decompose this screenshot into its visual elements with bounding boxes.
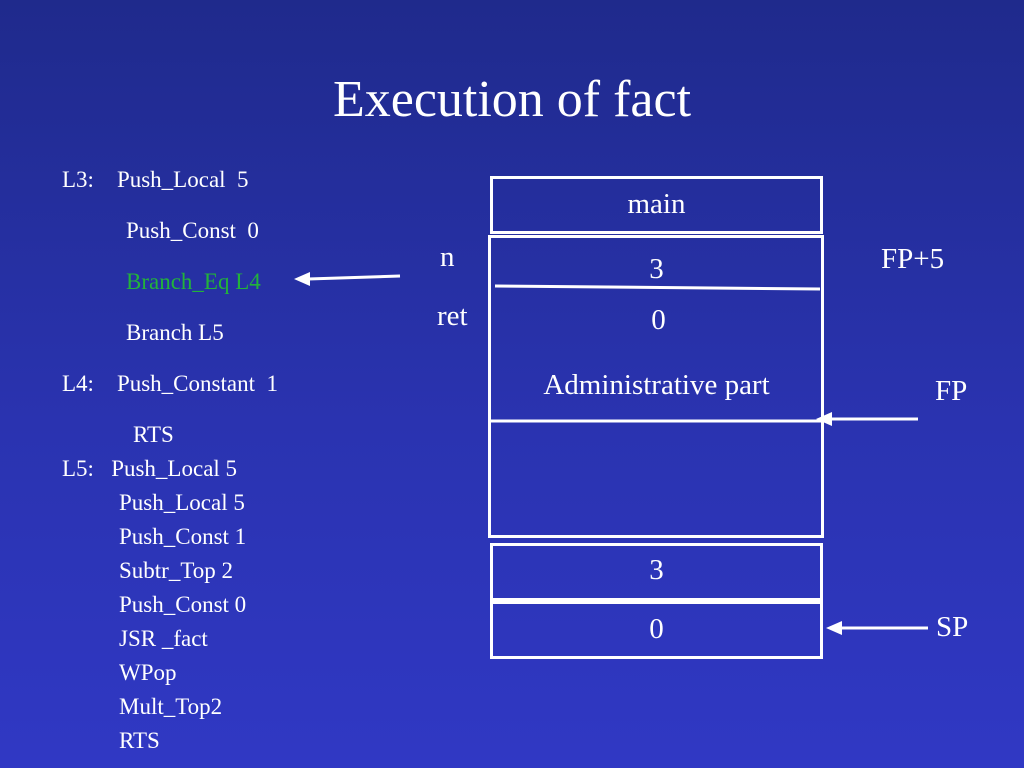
push2-value: 0 bbox=[649, 613, 664, 645]
code-line: Mult_Top2 bbox=[119, 694, 223, 719]
code-line: L3: Push_Local 5 bbox=[62, 167, 249, 192]
sp-label: SP bbox=[936, 611, 969, 643]
code-line: Push_Local 5 bbox=[119, 490, 245, 515]
code-line: Push_Const 0 bbox=[126, 218, 259, 243]
stack-cell-push2 bbox=[490, 601, 823, 659]
n-separator bbox=[494, 284, 821, 291]
code-line: JSR _fact bbox=[119, 626, 208, 651]
code-line: RTS bbox=[133, 422, 174, 447]
pc-arrow-head bbox=[294, 272, 310, 286]
code-line: Subtr_Top 2 bbox=[119, 558, 234, 583]
code-line: WPop bbox=[119, 660, 177, 685]
code-line: Push_Const 1 bbox=[119, 524, 247, 549]
push1-value: 3 bbox=[649, 554, 664, 586]
code-line: L5: Push_Local 5 bbox=[62, 456, 238, 481]
sp-arrow-head bbox=[826, 621, 842, 635]
code-line-highlighted: Branch_Eq L4 bbox=[126, 269, 261, 294]
fp-plus-5-label: FP+5 bbox=[881, 243, 945, 275]
code-line: Branch L5 bbox=[126, 320, 224, 345]
stack-cell-push1 bbox=[490, 543, 823, 601]
stack-frame-current bbox=[488, 235, 824, 538]
admin-part-label: Administrative part bbox=[543, 369, 770, 401]
ret-label: ret bbox=[437, 300, 468, 332]
fp-arrow-head bbox=[816, 412, 832, 426]
main-label: main bbox=[627, 188, 686, 220]
pc-arrow-line bbox=[307, 274, 401, 281]
slide-title: Execution of fact bbox=[332, 71, 692, 128]
code-line: RTS bbox=[119, 728, 160, 753]
ret-value: 0 bbox=[651, 304, 666, 336]
fp-label: FP bbox=[935, 375, 968, 407]
n-label: n bbox=[440, 241, 455, 273]
stack-frame-main bbox=[490, 176, 823, 234]
code-line: L4: Push_Constant 1 bbox=[62, 371, 278, 396]
n-value: 3 bbox=[649, 253, 664, 285]
code-line: Push_Const 0 bbox=[119, 592, 247, 617]
